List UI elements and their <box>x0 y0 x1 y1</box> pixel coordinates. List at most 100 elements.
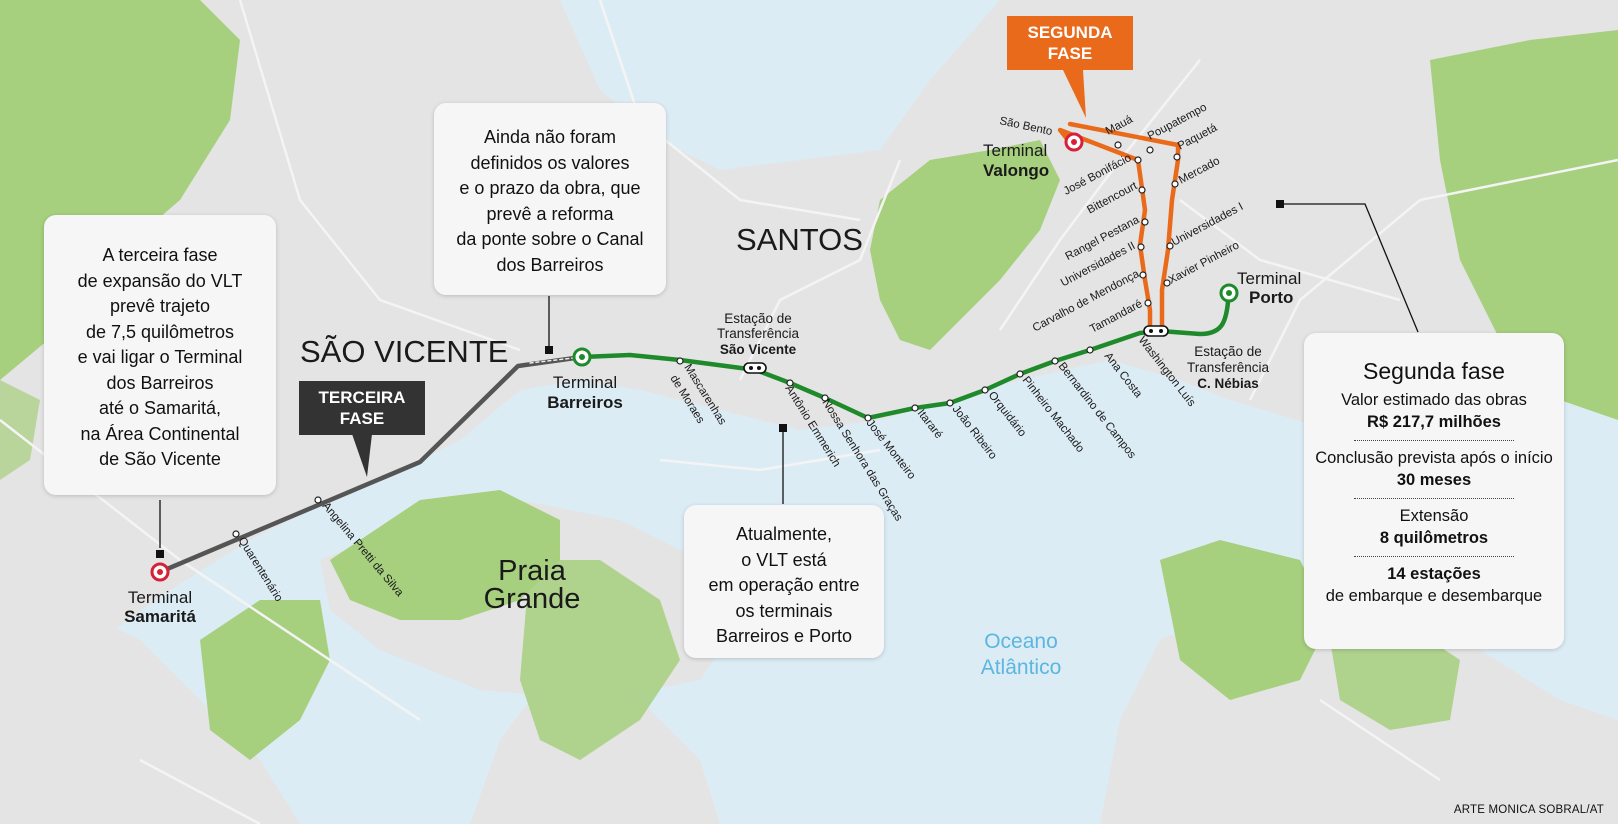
terminal-barreiros-marker <box>572 347 592 367</box>
terceira-fase-pointer <box>352 434 372 477</box>
box-line: definidos os valores <box>470 152 630 173</box>
svg-text:Samaritá: Samaritá <box>124 607 196 626</box>
info-divider <box>1354 440 1514 441</box>
transfer-c-nebias-marker <box>1143 325 1169 337</box>
svg-text:Estação de: Estação de <box>1194 344 1262 359</box>
station-dot <box>232 530 240 538</box>
transfer-labels: Estação de Transferência São Vicente Est… <box>717 311 1270 391</box>
station-dot <box>1137 243 1145 251</box>
station-dot <box>981 386 989 394</box>
svg-text:Terminal: Terminal <box>1237 269 1301 288</box>
box-line: A terceira fase <box>102 245 218 265</box>
svg-text:São Vicente: São Vicente <box>720 342 797 357</box>
area-santos: SANTOS <box>736 222 863 257</box>
box-line: Ainda não foram <box>483 127 617 147</box>
station-dot <box>1163 279 1171 287</box>
svg-text:Transferência: Transferência <box>1187 360 1270 375</box>
ocean-label-2: Atlântico <box>981 656 1062 679</box>
station-dot <box>946 399 954 407</box>
station-dot <box>1114 141 1122 149</box>
box-line: prevê trajeto <box>109 296 211 316</box>
station-dot <box>1141 218 1149 226</box>
info-title: Segunda fase <box>1363 358 1505 384</box>
terceira-fase-box: A terceira fase de expansão do VLT prevê… <box>44 215 276 495</box>
info-estacoes-value: 14 estações <box>1387 565 1481 583</box>
box-line: e o prazo da obra, que <box>459 178 641 198</box>
box-line: dos Barreiros <box>496 254 604 275</box>
terminals <box>150 132 1239 582</box>
svg-text:Transferência: Transferência <box>717 326 800 341</box>
station-dot <box>1134 156 1142 164</box>
area-praia-grande-1: Praia <box>498 555 567 587</box>
info-divider <box>1354 556 1514 557</box>
station-dot <box>1146 146 1154 154</box>
box-line: dos Barreiros <box>106 372 214 393</box>
svg-text:Barreiros: Barreiros <box>547 393 623 412</box>
box-line: Atualmente, <box>735 524 833 544</box>
terceira-fase-tag-line1: TERCEIRA <box>318 388 406 407</box>
svg-text:Terminal: Terminal <box>553 373 617 392</box>
segunda-fase-pointer <box>1063 70 1086 118</box>
station-dot <box>314 496 322 504</box>
terminal-samarita-marker <box>150 562 170 582</box>
line-phase3 <box>157 354 585 575</box>
info-valor-label: Valor estimado das obras <box>1341 391 1527 409</box>
area-labels: SÃO VICENTE SANTOS Praia Grande Oceano A… <box>300 222 1061 679</box>
box-line: de 7,5 quilômetros <box>85 321 235 342</box>
svg-text:Terminal: Terminal <box>983 141 1047 160</box>
ponte-box: Ainda não foram definidos os valores e o… <box>434 103 666 295</box>
terminal-labels: Terminal Samaritá Terminal Barreiros Ter… <box>124 141 1301 626</box>
info-conclusao-label: Conclusão prevista após o início <box>1315 449 1553 467</box>
svg-text:Porto: Porto <box>1249 288 1293 307</box>
info-extensao-value: 8 quilômetros <box>1379 529 1489 547</box>
transfer-stations <box>743 325 1169 374</box>
station-dot <box>1173 153 1181 161</box>
line-operating <box>579 290 1232 421</box>
station-dot <box>1086 346 1094 354</box>
station-dot <box>1138 186 1146 194</box>
segunda-fase-tag-line2: FASE <box>1047 44 1093 63</box>
box-line: prevê a reforma <box>486 203 614 224</box>
line-phase2-right <box>1067 121 1181 333</box>
box-line: da ponte sobre o Canal <box>456 229 644 249</box>
terminal-valongo-marker <box>1064 132 1084 152</box>
info-extensao-label: Extensão <box>1399 507 1469 525</box>
box-line: de expansão do VLT <box>77 270 243 291</box>
station-dot <box>1016 370 1024 378</box>
area-praia-grande-2: Grande <box>484 583 581 615</box>
station-dot <box>821 394 829 402</box>
info-valor-value: R$ 217,7 milhões <box>1367 413 1501 431</box>
station-dot <box>676 357 684 365</box>
station-dot <box>1051 357 1059 365</box>
box-line: de São Vicente <box>99 449 221 469</box>
box-line: Barreiros e Porto <box>715 626 853 646</box>
box-line: o VLT está <box>741 549 827 570</box>
credit-label: ARTE MONICA SOBRAL/AT <box>1453 804 1604 816</box>
svg-text:Estação de: Estação de <box>724 311 792 326</box>
terminal-porto-marker <box>1219 283 1239 303</box>
station-dot <box>1166 242 1174 250</box>
ocean-label-1: Oceano <box>984 630 1058 653</box>
segunda-fase-tag: SEGUNDA FASE <box>1007 16 1133 70</box>
segunda-fase-tag-line1: SEGUNDA <box>1027 23 1113 42</box>
svg-text:C. Nébias: C. Nébias <box>1197 376 1259 391</box>
leader-lines <box>156 200 1419 558</box>
svg-text:Terminal: Terminal <box>128 588 192 607</box>
svg-text:Valongo: Valongo <box>983 161 1049 180</box>
info-divider <box>1354 498 1514 499</box>
box-line: os terminais <box>735 600 833 621</box>
station-dot <box>1171 180 1179 188</box>
station-dot <box>911 404 919 412</box>
atual-box: Atualmente, o VLT está em operação entre… <box>684 505 884 658</box>
station-dot <box>1144 299 1152 307</box>
segunda-fase-info-box: Segunda fase Valor estimado das obras R$… <box>1304 333 1564 649</box>
box-line: na Área Continental <box>80 423 240 444</box>
green-areas <box>0 0 1618 760</box>
info-estacoes-label: de embarque e desembarque <box>1325 587 1543 605</box>
box-line: até o Samaritá, <box>98 398 222 418</box>
station-dots <box>232 141 1181 538</box>
info-conclusao-value: 30 meses <box>1396 471 1472 489</box>
station-dot <box>864 414 872 422</box>
transfer-sao-vicente-marker <box>743 362 767 374</box>
